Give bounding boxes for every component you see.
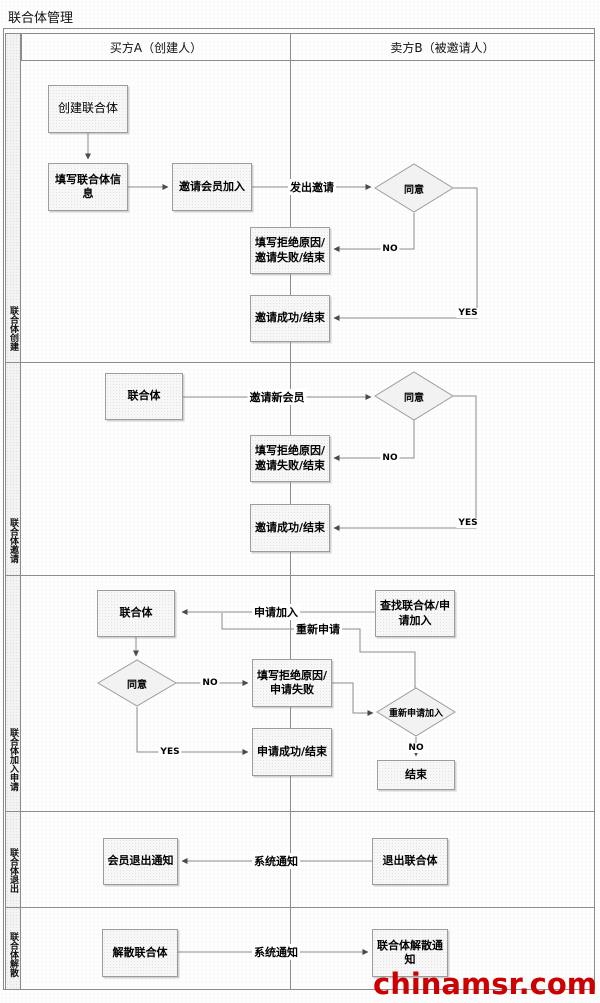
lane-cell-apply xyxy=(5,575,21,812)
flow-box-search-join: 查找联合体/申请加入 xyxy=(375,590,455,637)
decision-agree-2 xyxy=(374,371,454,421)
flow-box-end: 结束 xyxy=(377,760,455,790)
edge-label-system-notice-disband: 系统通知 xyxy=(252,944,300,960)
edge-label-no-3: NO xyxy=(200,678,220,688)
flow-box-exit-consortium: 退出联合体 xyxy=(372,838,448,885)
flow-box-apply-success: 申请成功/结束 xyxy=(252,728,332,776)
edge-label-apply-join: 申请加入 xyxy=(252,604,300,620)
diagram-frame xyxy=(3,28,595,990)
flow-box-disband-consortium: 解散联合体 xyxy=(102,929,178,977)
flow-box-reject-invite-2: 填写拒绝原因/邀请失败/结束 xyxy=(250,435,330,482)
decision-label-reapply: 重新申请加入 xyxy=(388,709,443,719)
flow-box-reject-apply: 填写拒绝原因/申请失败 xyxy=(252,659,332,707)
edge-label-yes-2: YES xyxy=(456,518,480,528)
watermark: chinamsr.com xyxy=(373,967,597,1001)
flow-box-fill-info: 填写联合体信息 xyxy=(48,163,128,211)
edge-label-no-4: NO xyxy=(406,743,426,753)
lane-divider-2 xyxy=(21,575,595,576)
lane-label-exit: 联合体退出 xyxy=(8,848,18,893)
lane-label-invite: 联合体邀请 xyxy=(8,518,18,563)
flow-box-member-exit-notice: 会员退出通知 xyxy=(103,838,178,885)
lane-divider-3 xyxy=(21,811,595,812)
flow-box-invite-member: 邀请会员加入 xyxy=(172,163,252,211)
lane-cell-exit xyxy=(5,811,21,908)
decision-label-agree-3: 同意 xyxy=(127,680,147,691)
edge-label-no-2: NO xyxy=(380,453,400,463)
lane-divider-4 xyxy=(21,907,595,908)
edge-label-yes-3: YES xyxy=(158,747,182,757)
flow-box-create-consortium: 创建联合体 xyxy=(48,85,128,133)
header-seller-column: 卖方B（被邀请人） xyxy=(290,33,595,61)
lane-label-create: 联合体创建 xyxy=(8,306,18,351)
page-title: 联合体管理 xyxy=(8,11,74,26)
flow-box-invite-success-2: 邀请成功/结束 xyxy=(250,504,330,552)
flow-box-reject-invite-1: 填写拒绝原因/邀请失败/结束 xyxy=(250,227,330,274)
flow-box-consortium-3: 联合体 xyxy=(97,590,175,637)
edge-label-system-notice-exit: 系统通知 xyxy=(252,853,300,869)
decision-reapply xyxy=(376,687,456,737)
lane-cell-create xyxy=(5,33,21,363)
lane-cell-invite xyxy=(5,362,21,576)
decision-label-agree-1: 同意 xyxy=(404,185,424,196)
decision-agree-1 xyxy=(374,163,454,213)
edge-label-reapply: 重新申请 xyxy=(294,621,342,637)
flow-box-invite-success-1: 邀请成功/结束 xyxy=(250,295,330,342)
decision-agree-3 xyxy=(97,659,177,707)
edge-label-send-invite: 发出邀请 xyxy=(288,179,336,195)
flow-box-consortium-2: 联合体 xyxy=(105,373,183,420)
edge-label-yes-1: YES xyxy=(456,308,480,318)
decision-label-agree-2: 同意 xyxy=(404,393,424,404)
lane-label-disband: 联合体解散 xyxy=(8,932,18,977)
edge-label-invite-new-member: 邀请新会员 xyxy=(247,389,307,405)
lane-cell-disband xyxy=(5,907,21,990)
lane-divider-1 xyxy=(21,362,595,363)
edge-label-no-1: NO xyxy=(380,244,400,254)
flow-box-disband-notice: 联合体解散通知 xyxy=(372,929,448,977)
lane-label-apply: 联合体加入申请 xyxy=(8,728,18,791)
